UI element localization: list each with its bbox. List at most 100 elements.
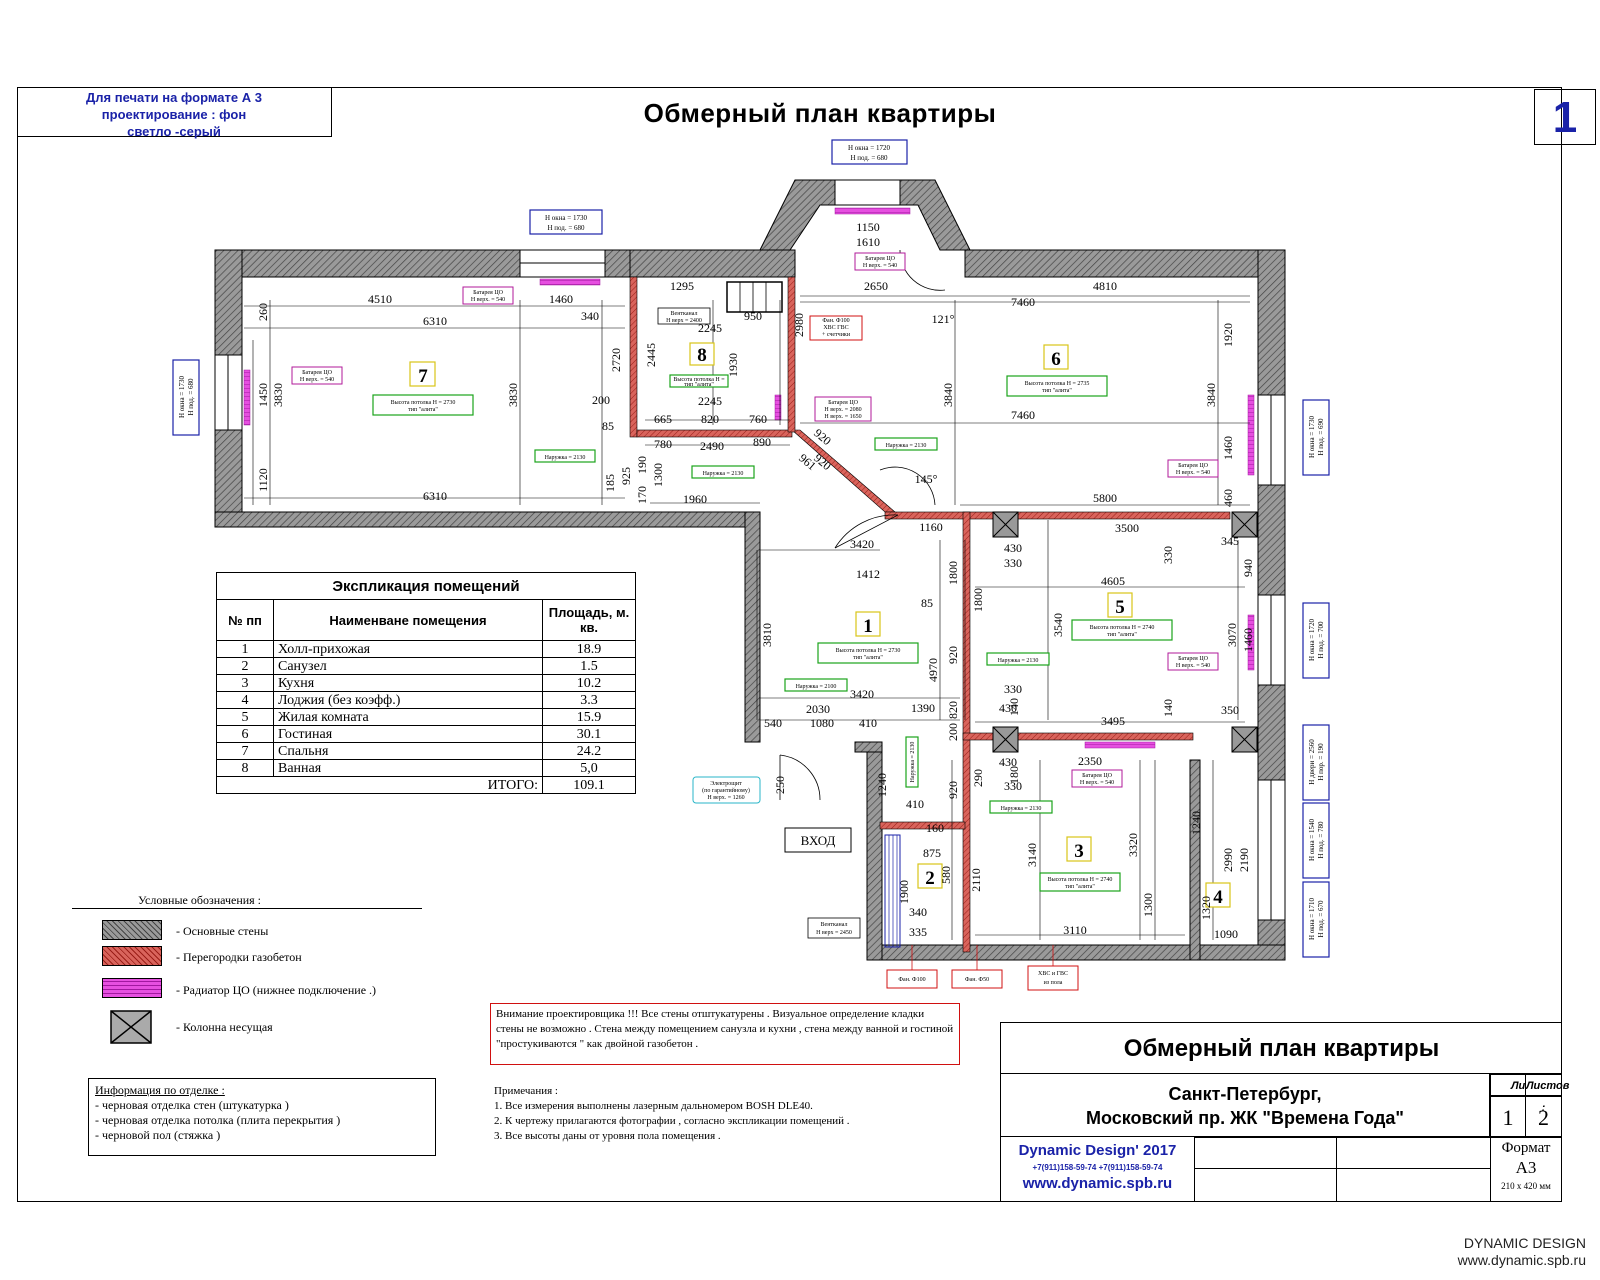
legend-divider	[72, 908, 422, 909]
footer-brand: DYNAMIC DESIGN	[1463, 1235, 1586, 1251]
dimension-text: 335	[909, 925, 927, 939]
sheet-number: 1	[1534, 89, 1596, 145]
info-line: - черновая отделка потолка (плита перекр…	[95, 1113, 341, 1127]
legend-item: - Радиатор ЦО (нижнее подключение .)	[176, 983, 377, 997]
dimension-text: 3500	[1115, 521, 1139, 535]
dimension-text: 330	[1004, 682, 1022, 696]
dimension-text: 250	[773, 776, 787, 794]
riser-label: Фан. Ф100	[898, 977, 925, 983]
dimension-text: 1240	[875, 773, 889, 797]
legend-wall-swatch	[102, 920, 162, 940]
legend-item: - Перегородки газобетон	[176, 950, 302, 964]
radiator-label: Н верх. = 540	[300, 377, 334, 383]
radiator-label: Батарея ЦО	[1178, 463, 1208, 469]
notes-line: 2. К чертежу прилагаются фотографии , со…	[494, 1115, 850, 1127]
dimension-text: 3495	[1101, 714, 1125, 728]
dimension-text: 2245	[698, 394, 722, 408]
dimension-text: 7460	[1011, 295, 1035, 309]
table-cell: Холл-прихожая	[273, 640, 543, 658]
dimension-text: 460	[1221, 489, 1235, 507]
dimension-text: 180	[1007, 766, 1021, 784]
dimension-text: 3840	[941, 383, 955, 407]
brand-site-link[interactable]: www.dynamic.spb.ru	[1022, 1175, 1173, 1192]
table-cell: 7	[216, 742, 274, 760]
dimension-lines	[244, 295, 1250, 940]
dimension-text: 185	[603, 474, 617, 492]
room-number: 3	[1074, 841, 1084, 862]
ceiling-sub: тип "алита"	[408, 407, 438, 413]
height-label: Наружка = 2130	[545, 455, 586, 461]
dimension-text: 200	[592, 393, 610, 407]
dimension-text: 780	[654, 437, 672, 451]
riser-label: + счетчики	[822, 332, 851, 338]
dimension-text: 920	[946, 781, 960, 799]
ceiling-label: Высота потолка Н = 2740	[1090, 625, 1155, 631]
window-label: Н окна = 1720	[848, 144, 891, 152]
dimension-text: 3810	[760, 623, 774, 647]
dimension-text: 1450	[256, 383, 270, 407]
dimension-text: 340	[581, 309, 599, 323]
table-cell: 1	[216, 640, 274, 658]
window-label: Н окна = 1730	[1308, 416, 1316, 459]
ceiling-sub: тип "алита"	[1107, 632, 1137, 638]
legend-partition-swatch	[102, 946, 162, 966]
bathtub-hatch	[888, 835, 898, 947]
designer-warning: Внимание проектировщика !!! Все стены от…	[490, 1003, 960, 1065]
footer-site-link[interactable]: www.dynamic.spb.ru	[1457, 1252, 1586, 1268]
room-number: 7	[418, 366, 428, 387]
dimension-text: 1320	[1199, 896, 1213, 920]
stamp-title: Обмерный план квартиры	[1000, 1022, 1562, 1074]
table-cell: 18.9	[542, 640, 636, 658]
radiator-label: Батарея ЦО	[302, 370, 332, 376]
vent-label: Вентканал	[821, 922, 848, 928]
dimension-text: 4510	[368, 292, 392, 306]
total-value: 109.1	[542, 776, 636, 794]
dimension-text: 1120	[256, 468, 270, 492]
height-label: Наружка = 2130	[886, 443, 927, 449]
ceiling-label: Высота потолка Н = 2730	[836, 648, 901, 654]
info-line: - черновой пол (стяжка )	[95, 1128, 221, 1142]
table-cell: 1.5	[542, 657, 636, 675]
stamp-empty-cell	[1336, 1137, 1491, 1169]
footer: DYNAMIC DESIGN www.dynamic.spb.ru	[1458, 1235, 1586, 1269]
dimension-text: 961	[796, 451, 819, 473]
dimension-text: 345	[1221, 534, 1239, 548]
dimension-text: 190	[635, 456, 649, 474]
brand-block: Dynamic Design' 2017 +7(911)158-59-74 +7…	[1000, 1137, 1195, 1202]
dimension-text: 760	[749, 412, 767, 426]
radiator-label: Батарея ЦО	[473, 290, 503, 296]
print-note-line: проектирование : фон	[101, 107, 247, 122]
ceiling-label: Высота потолка Н = 2735	[1025, 381, 1090, 387]
dimension-text: 1460	[1241, 628, 1255, 652]
stamp-empty-cell	[1336, 1168, 1491, 1202]
height-label: Наружка = 2130	[1001, 806, 1042, 812]
dimension-text: 820	[701, 412, 719, 426]
dimension-text: 410	[906, 797, 924, 811]
vent-label: Вентканал	[671, 311, 698, 317]
window-label: Н окна = 1730	[178, 376, 186, 419]
info-title: Информация по отделке :	[95, 1083, 225, 1097]
dimension-text: 1610	[856, 235, 880, 249]
radiator-label: Н верх. = 540	[1176, 470, 1210, 476]
dimension-text: 580	[939, 866, 953, 884]
format-size: 210 х 420 мм	[1501, 1181, 1551, 1191]
print-note-line: Для печати на формате А 3	[86, 90, 262, 105]
dimension-text: 5800	[1093, 491, 1117, 505]
dimension-text: 170	[635, 486, 649, 504]
table-cell: Лоджия (без коэфф.)	[273, 691, 543, 709]
ceiling-sub: тип "алита"	[684, 382, 714, 388]
dimension-text: 350	[1221, 703, 1239, 717]
dimension-text: 920	[946, 646, 960, 664]
notes-line: 1. Все измерения выполнены лазерным даль…	[494, 1100, 813, 1112]
dimension-text: 2190	[1237, 848, 1251, 872]
dimension-text: 145°	[915, 472, 938, 486]
vent-shaft	[726, 281, 783, 313]
dimension-text: 3420	[850, 537, 874, 551]
floor-plan: 7 8 6 1 5 3 2 4 Высота потолка Н = 2730 …	[172, 139, 1330, 991]
dimension-text: 430	[999, 755, 1017, 769]
dimension-text: 1295	[670, 279, 694, 293]
riser-label: Фан. Ф50	[965, 977, 989, 983]
ceiling-label: Высота потолка Н =	[673, 377, 725, 383]
